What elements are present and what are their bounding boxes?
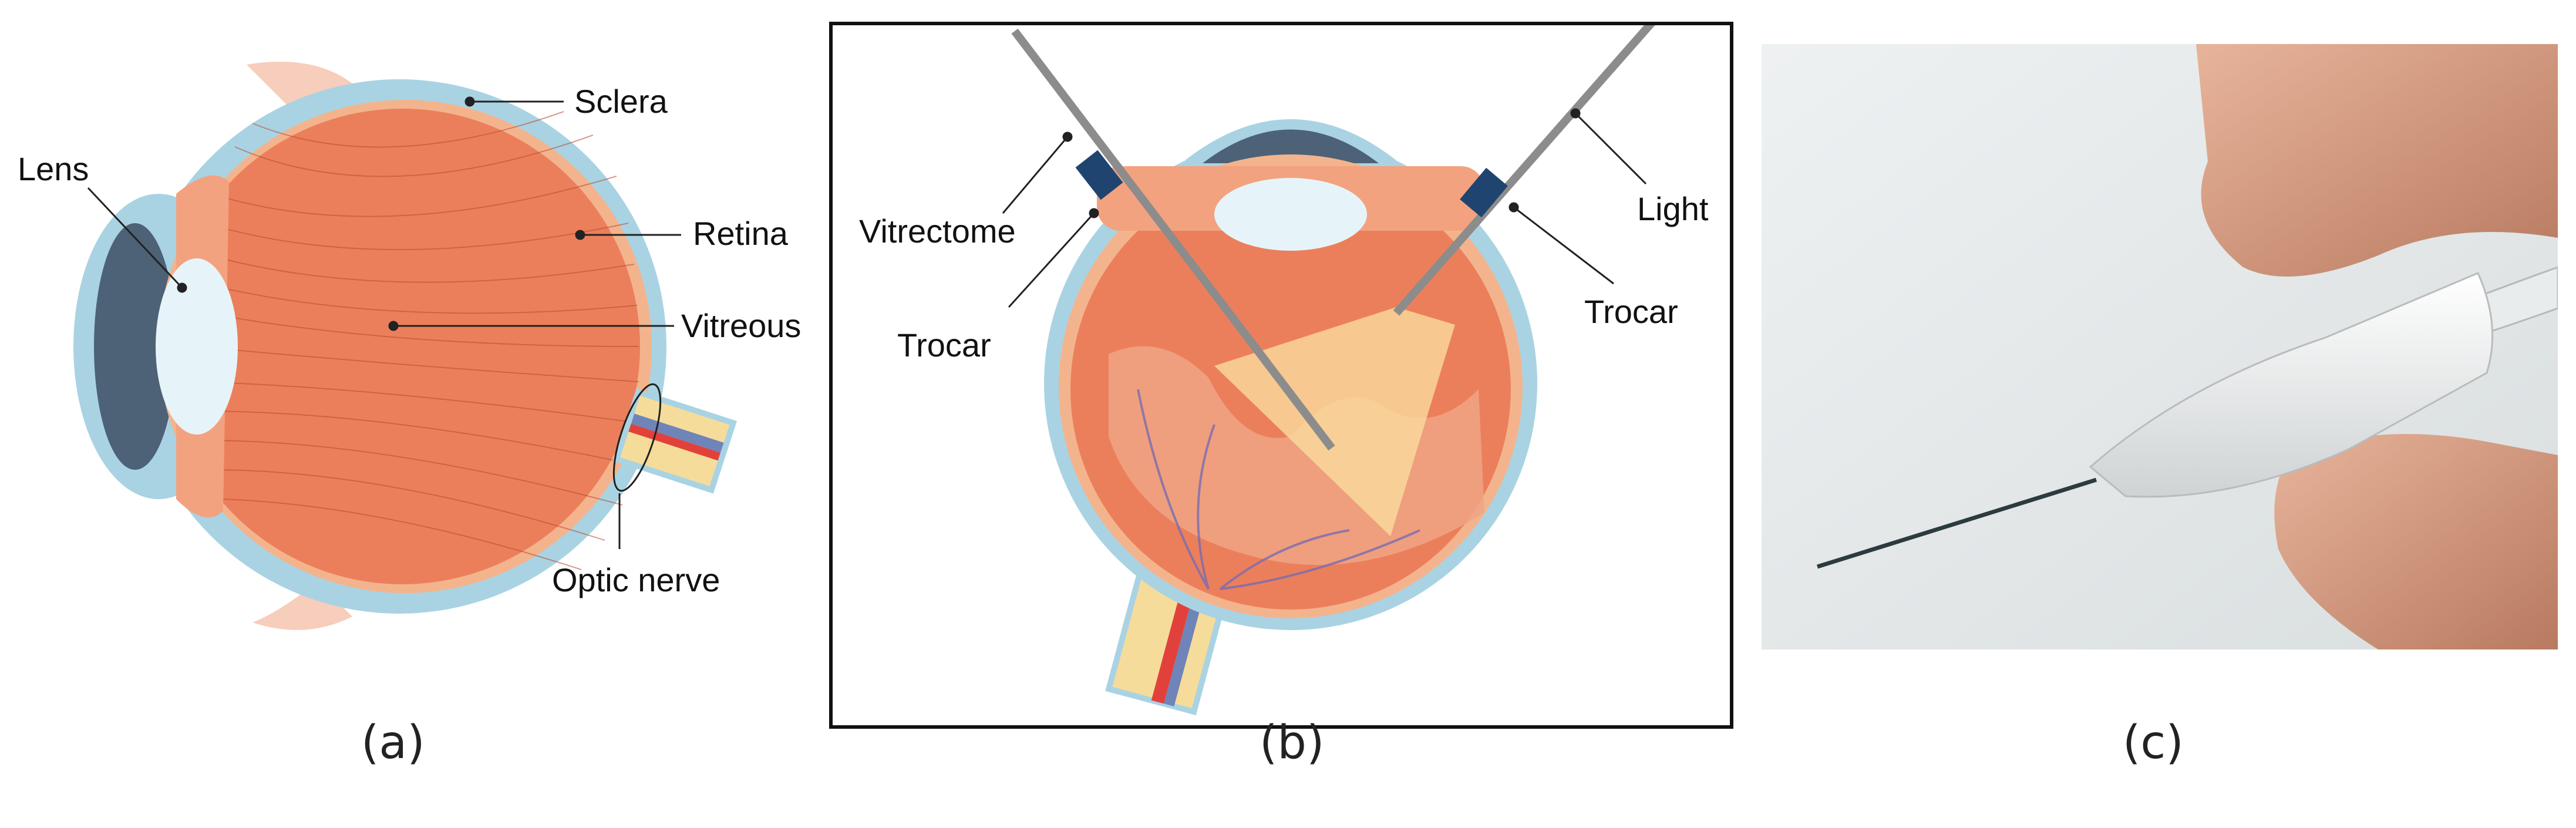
label-vitrectome: Vitrectome: [859, 213, 1016, 250]
label-trocar-right: Trocar: [1584, 293, 1678, 330]
light-cone: [1214, 307, 1455, 536]
lens-b: [1214, 178, 1367, 251]
light-probe-shaft: [1393, 25, 1655, 316]
trocar-right-shape: [1460, 167, 1508, 218]
optic-nerve-shape: [612, 388, 737, 494]
instrument-handle: [2089, 272, 2494, 498]
upper-finger: [2196, 44, 2558, 277]
label-light: Light: [1637, 190, 1709, 227]
vitrectome-shaft: [1011, 28, 1335, 451]
retinal-vessels: [1137, 389, 1420, 590]
vitrectomy-panel: Vitrectome Trocar Light Trocar: [829, 22, 1733, 729]
panel-b-leaders: [1002, 108, 1647, 308]
vitreous-fibers: [196, 111, 639, 570]
anterior-chamber-b: [1203, 129, 1379, 163]
instrument-photo: [1762, 44, 2558, 649]
trocar-left-shape: [1075, 150, 1123, 200]
optic-nerve-ring: [612, 383, 662, 492]
upper-eyelid: [247, 62, 358, 123]
instrument-needle: [1816, 477, 2097, 569]
caption-a: (a): [361, 716, 425, 769]
label-sclera: Sclera: [574, 83, 668, 120]
label-trocar-left: Trocar: [897, 327, 991, 363]
eye-anatomy-panel: Sclera Lens Retina Vitreous Optic nerve: [0, 0, 828, 734]
vitrectomy-illustration: [1002, 25, 1655, 716]
label-optic-nerve: Optic nerve: [552, 561, 720, 598]
panel-a-leaders: [87, 96, 681, 549]
label-lens: Lens: [18, 150, 89, 187]
thumb: [2274, 434, 2558, 649]
instrument-cable: [2477, 266, 2558, 333]
anterior-chamber: [94, 223, 176, 470]
lens-shape: [156, 258, 238, 435]
instrument-photo-panel: [1762, 44, 2558, 649]
caption-b: (b): [1260, 716, 1325, 769]
eye-anatomy-illustration: [73, 62, 737, 630]
label-vitreous: Vitreous: [681, 307, 802, 344]
vitreous-body: [164, 109, 640, 584]
label-retina: Retina: [693, 215, 788, 252]
caption-c: (c): [2123, 716, 2184, 769]
